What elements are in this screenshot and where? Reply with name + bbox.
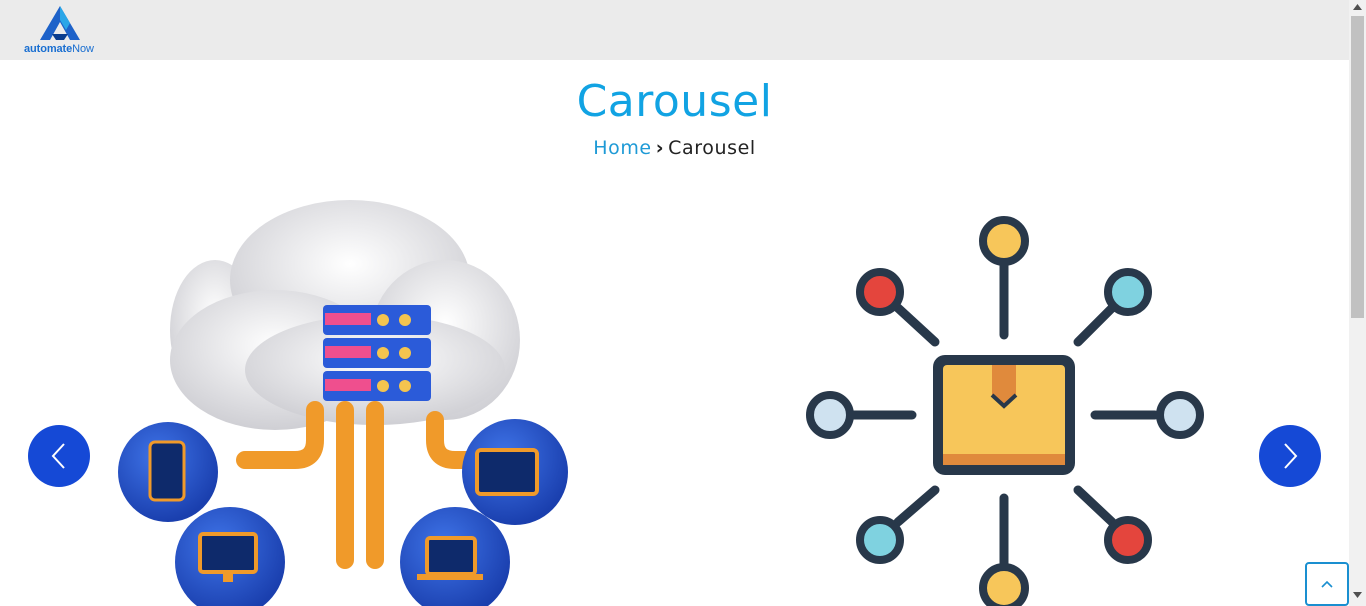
cloud-network-illustration xyxy=(118,200,568,606)
scroll-up-arrow-icon[interactable] xyxy=(1353,4,1362,10)
logo-wordmark: automateNow xyxy=(24,43,94,55)
carousel-prev-button[interactable] xyxy=(28,425,90,487)
back-to-top-button[interactable] xyxy=(1305,562,1349,606)
scroll-down-arrow-icon[interactable] xyxy=(1353,592,1362,598)
breadcrumb-current: Carousel xyxy=(668,137,756,159)
site-logo[interactable]: automateNow xyxy=(24,6,96,56)
chevron-left-icon xyxy=(51,443,65,469)
chevron-up-icon xyxy=(1321,580,1333,588)
site-header: automateNow xyxy=(0,0,1349,60)
chevron-right-icon xyxy=(1284,443,1298,469)
carousel-slide xyxy=(105,200,590,606)
carousel xyxy=(0,200,1349,606)
page-heading: Carousel Home›Carousel xyxy=(0,60,1349,160)
breadcrumb: Home›Carousel xyxy=(0,137,1349,159)
breadcrumb-separator: › xyxy=(655,137,665,159)
automatenow-logo-icon xyxy=(40,6,80,40)
carousel-slide xyxy=(790,200,1220,606)
scrollbar-thumb[interactable] xyxy=(1351,16,1364,318)
carousel-next-button[interactable] xyxy=(1259,425,1321,487)
package-network-illustration xyxy=(806,216,1204,606)
page-title: Carousel xyxy=(576,76,773,127)
breadcrumb-home-link[interactable]: Home xyxy=(593,137,652,159)
